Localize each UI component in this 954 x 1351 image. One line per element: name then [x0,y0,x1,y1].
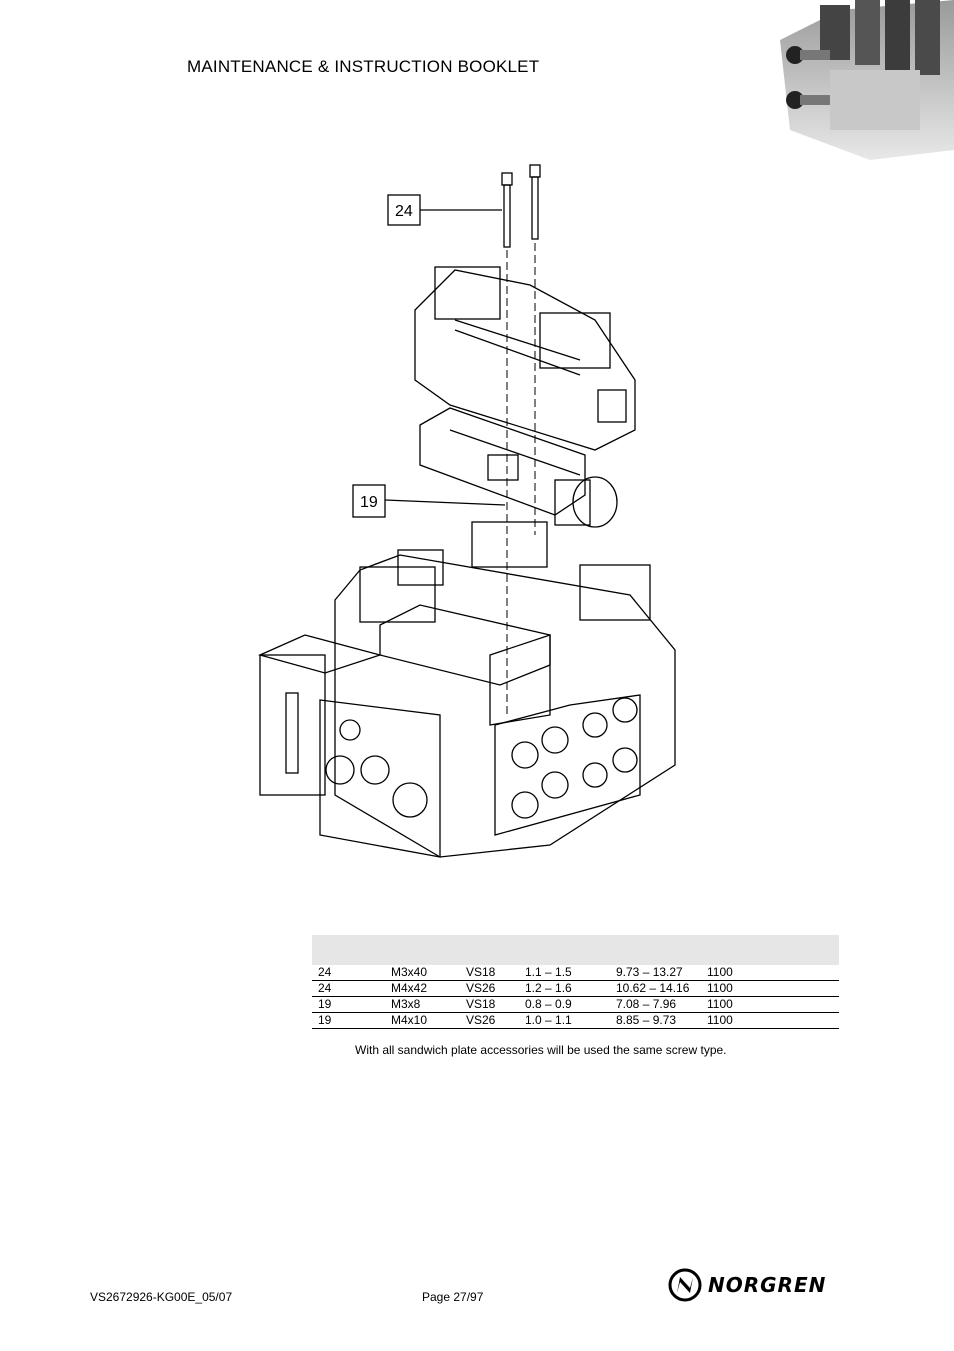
screw-type-note: With all sandwich plate accessories will… [355,1043,727,1057]
table-cell: 1100 [701,965,839,981]
table-cell: 1100 [701,996,839,1013]
screws [501,164,541,248]
column-header [519,935,610,965]
column-header [701,935,839,965]
callout-19-label: 19 [360,494,378,511]
column-header [610,935,701,965]
table-cell: VS26 [460,980,519,997]
column-header [460,935,519,965]
table-cell: 9.73 – 13.27 [610,965,701,981]
table-header-row [312,935,839,965]
callout-24-label: 24 [395,203,413,220]
table-cell: 19 [312,996,385,1013]
screw-torque-table: 24 M3x40 VS18 1.1 – 1.5 9.73 – 13.27 110… [312,935,839,1029]
header-title: MAINTENANCE & INSTRUCTION BOOKLET [187,57,540,76]
table-cell: 1.2 – 1.6 [519,980,610,997]
column-header [385,935,460,965]
footer-document-id: VS2672926-KG00E_05/07 [90,1290,233,1304]
table-cell: M4x10 [385,1012,460,1029]
table-cell: 1100 [701,1012,839,1029]
norgren-logo: NORGREN [668,1268,826,1302]
table-row: 19 M4x10 VS26 1.0 – 1.1 8.85 – 9.73 1100 [312,1012,839,1029]
table-cell: M3x8 [385,996,460,1013]
brand-name: NORGREN [708,1273,827,1297]
table-cell: 24 [312,980,385,997]
footer-page-number: Page 27/97 [422,1290,484,1304]
table-cell: 1100 [701,980,839,997]
table-cell: 19 [312,1012,385,1029]
table-cell: 1.0 – 1.1 [519,1012,610,1029]
table-cell: VS18 [460,996,519,1013]
valve-manifold-photo [780,0,954,160]
table-row: 19 M3x8 VS18 0.8 – 0.9 7.08 – 7.96 1100 [312,996,839,1013]
table-row: 24 M4x42 VS26 1.2 – 1.6 10.62 – 14.16 11… [312,980,839,997]
table-cell: VS18 [460,965,519,981]
table-cell: 10.62 – 14.16 [610,980,701,997]
table-cell: 24 [312,965,385,981]
table-cell: VS26 [460,1012,519,1029]
column-header [312,935,385,965]
table-cell: 0.8 – 0.9 [519,996,610,1013]
callout-19-box [352,484,386,518]
table-cell: M3x40 [385,965,460,981]
exploded-assembly-drawing: 24 19 [258,164,676,858]
table-cell: 8.85 – 9.73 [610,1012,701,1029]
table-cell: M4x42 [385,980,460,997]
table-row: 24 M3x40 VS18 1.1 – 1.5 9.73 – 13.27 110… [312,965,839,981]
table-cell: 7.08 – 7.96 [610,996,701,1013]
table-cell: 1.1 – 1.5 [519,965,610,981]
norgren-emblem-icon [668,1268,702,1302]
